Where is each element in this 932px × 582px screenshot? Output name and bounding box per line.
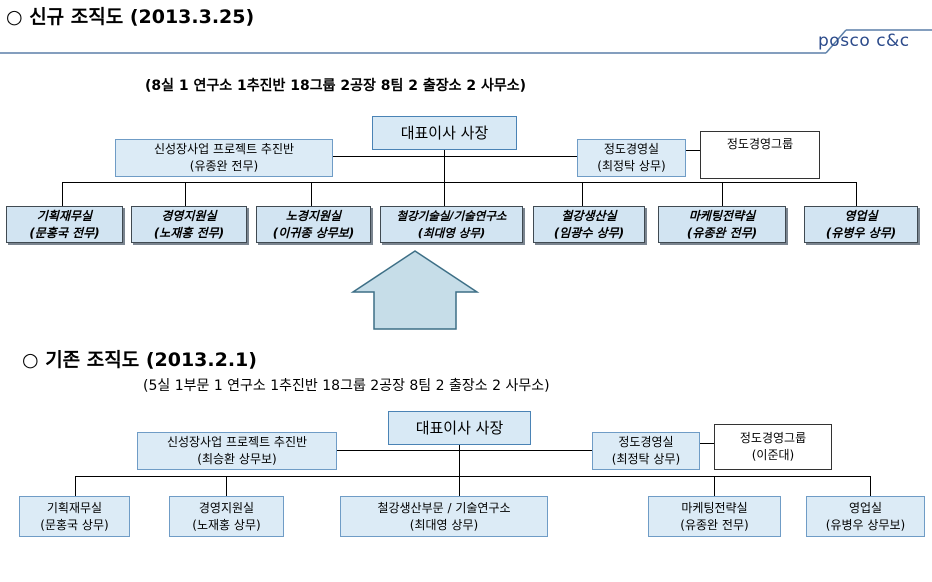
ethics-group-name: 정도경영그룹 (739, 431, 807, 445)
connector-line (856, 182, 857, 206)
new-org-title: ○ 신규 조직도 (2013.3.25) (6, 6, 255, 28)
connector-line (686, 150, 700, 151)
division-head: (이귀종 상무보) (272, 225, 355, 240)
division-box: 영업실 (유병우 상무보) (806, 496, 925, 537)
division-box: 철강생산실 (임광수 상무) (533, 206, 645, 243)
connector-line (722, 182, 723, 206)
old-org-title: ○ 기존 조직도 (2013.2.1) (22, 349, 257, 371)
division-head: (노재홍 전무) (153, 225, 225, 240)
division-head: (최대영 상무) (417, 225, 486, 240)
connector-line (337, 450, 592, 451)
division-box: 마케팅전략실 (유종완 전무) (658, 206, 786, 243)
division-box: 노경지원실 (이귀종 상무보) (256, 206, 371, 243)
project-team-head: (최승환 상무보) (197, 452, 277, 466)
division-head: (유종완 전무) (686, 225, 758, 240)
connector-line (62, 182, 63, 206)
division-head: (유병우 상무보) (825, 517, 906, 532)
ethics-group-name: 정도경영그룹 (726, 137, 794, 151)
connector-line (75, 476, 76, 496)
division-name: 영업실 (844, 208, 878, 223)
division-name: 영업실 (848, 500, 883, 515)
ceo-box: 대표이사 사장 (372, 116, 517, 150)
division-name: 노경지원실 (285, 208, 342, 223)
division-box: 마케팅전략실 (유종완 전무) (648, 496, 781, 537)
ethics-office-head: (최정탁 상무) (597, 159, 666, 173)
ethics-group-box: 정도경영그룹 (700, 131, 820, 179)
ethics-office-name: 정도경영실 (618, 435, 674, 449)
connector-line (75, 476, 870, 477)
connector-line (185, 182, 186, 206)
connector-line (311, 182, 312, 206)
connector-line (459, 445, 460, 476)
connector-line (444, 150, 445, 206)
ethics-group-head: (이준대) (751, 448, 795, 462)
division-box: 기획재무실 (문홍국 전무) (6, 206, 123, 243)
connector-line (582, 182, 583, 206)
division-head: (임광수 상무) (553, 225, 625, 240)
ceo-label: 대표이사 사장 (400, 123, 489, 142)
division-name: 철강생산실 (561, 208, 617, 223)
project-team-name: 신성장사업 프로젝트 추진반 (153, 142, 295, 156)
connector-line (226, 476, 227, 496)
division-name: 기획재무실 (36, 208, 93, 223)
division-head: (문홍국 상무) (40, 517, 109, 532)
division-name: 마케팅전략실 (688, 208, 756, 223)
division-name: 마케팅전략실 (681, 500, 748, 515)
division-box: 경영지원실 (노재홍 전무) (131, 206, 247, 243)
division-box: 경영지원실 (노재홍 상무) (169, 496, 284, 537)
connector-line (62, 182, 856, 183)
connector-line (459, 476, 460, 496)
ethics-office-head: (최정탁 상무) (611, 452, 681, 466)
division-name: 경영지원실 (161, 208, 217, 223)
division-name: 철강생산부문 / 기술연구소 (377, 500, 511, 515)
connector-line (700, 443, 714, 444)
project-team-box: 신성장사업 프로젝트 추진반 (최승환 상무보) (137, 432, 337, 470)
division-head: (노재홍 상무) (192, 517, 261, 532)
division-head: (최대영 상무) (409, 517, 479, 532)
division-box: 영업실 (유병우 상무) (804, 206, 918, 243)
ethics-office-box: 정도경영실 (최정탁 상무) (577, 139, 686, 177)
ethics-group-box: 정도경영그룹 (이준대) (714, 424, 832, 470)
division-head: (유종완 전무) (680, 517, 749, 532)
header-rule (0, 29, 932, 54)
division-box: 기획재무실 (문홍국 상무) (19, 496, 130, 537)
division-box: 철강기술실/기술연구소 (최대영 상무) (380, 206, 523, 243)
division-box: 철강생산부문 / 기술연구소 (최대영 상무) (340, 496, 548, 537)
connector-line (870, 476, 871, 496)
project-team-name: 신성장사업 프로젝트 추진반 (166, 435, 308, 449)
division-name: 철강기술실/기술연구소 (396, 208, 507, 223)
ceo-label: 대표이사 사장 (415, 418, 504, 437)
ethics-office-box: 정도경영실 (최정탁 상무) (592, 432, 700, 470)
new-org-summary: (8실 1 연구소 1추진반 18그룹 2공장 8팀 2 출장소 2 사무소) (145, 78, 527, 94)
division-head: (유병우 상무) (825, 225, 897, 240)
ceo-box: 대표이사 사장 (388, 411, 531, 445)
ethics-office-name: 정도경영실 (603, 142, 660, 156)
old-org-summary: (5실 1부문 1 연구소 1추진반 18그룹 2공장 8팀 2 출장소 2 사… (143, 378, 550, 394)
connector-line (333, 156, 577, 157)
division-head: (문홍국 전무) (29, 225, 100, 240)
division-name: 경영지원실 (198, 500, 255, 515)
division-name: 기획재무실 (46, 500, 103, 515)
connector-line (714, 476, 715, 496)
project-team-head: (유종완 전무) (189, 159, 259, 173)
posco-cnc-logo: posco c&c (818, 31, 910, 51)
project-team-box: 신성장사업 프로젝트 추진반 (유종완 전무) (115, 139, 333, 177)
